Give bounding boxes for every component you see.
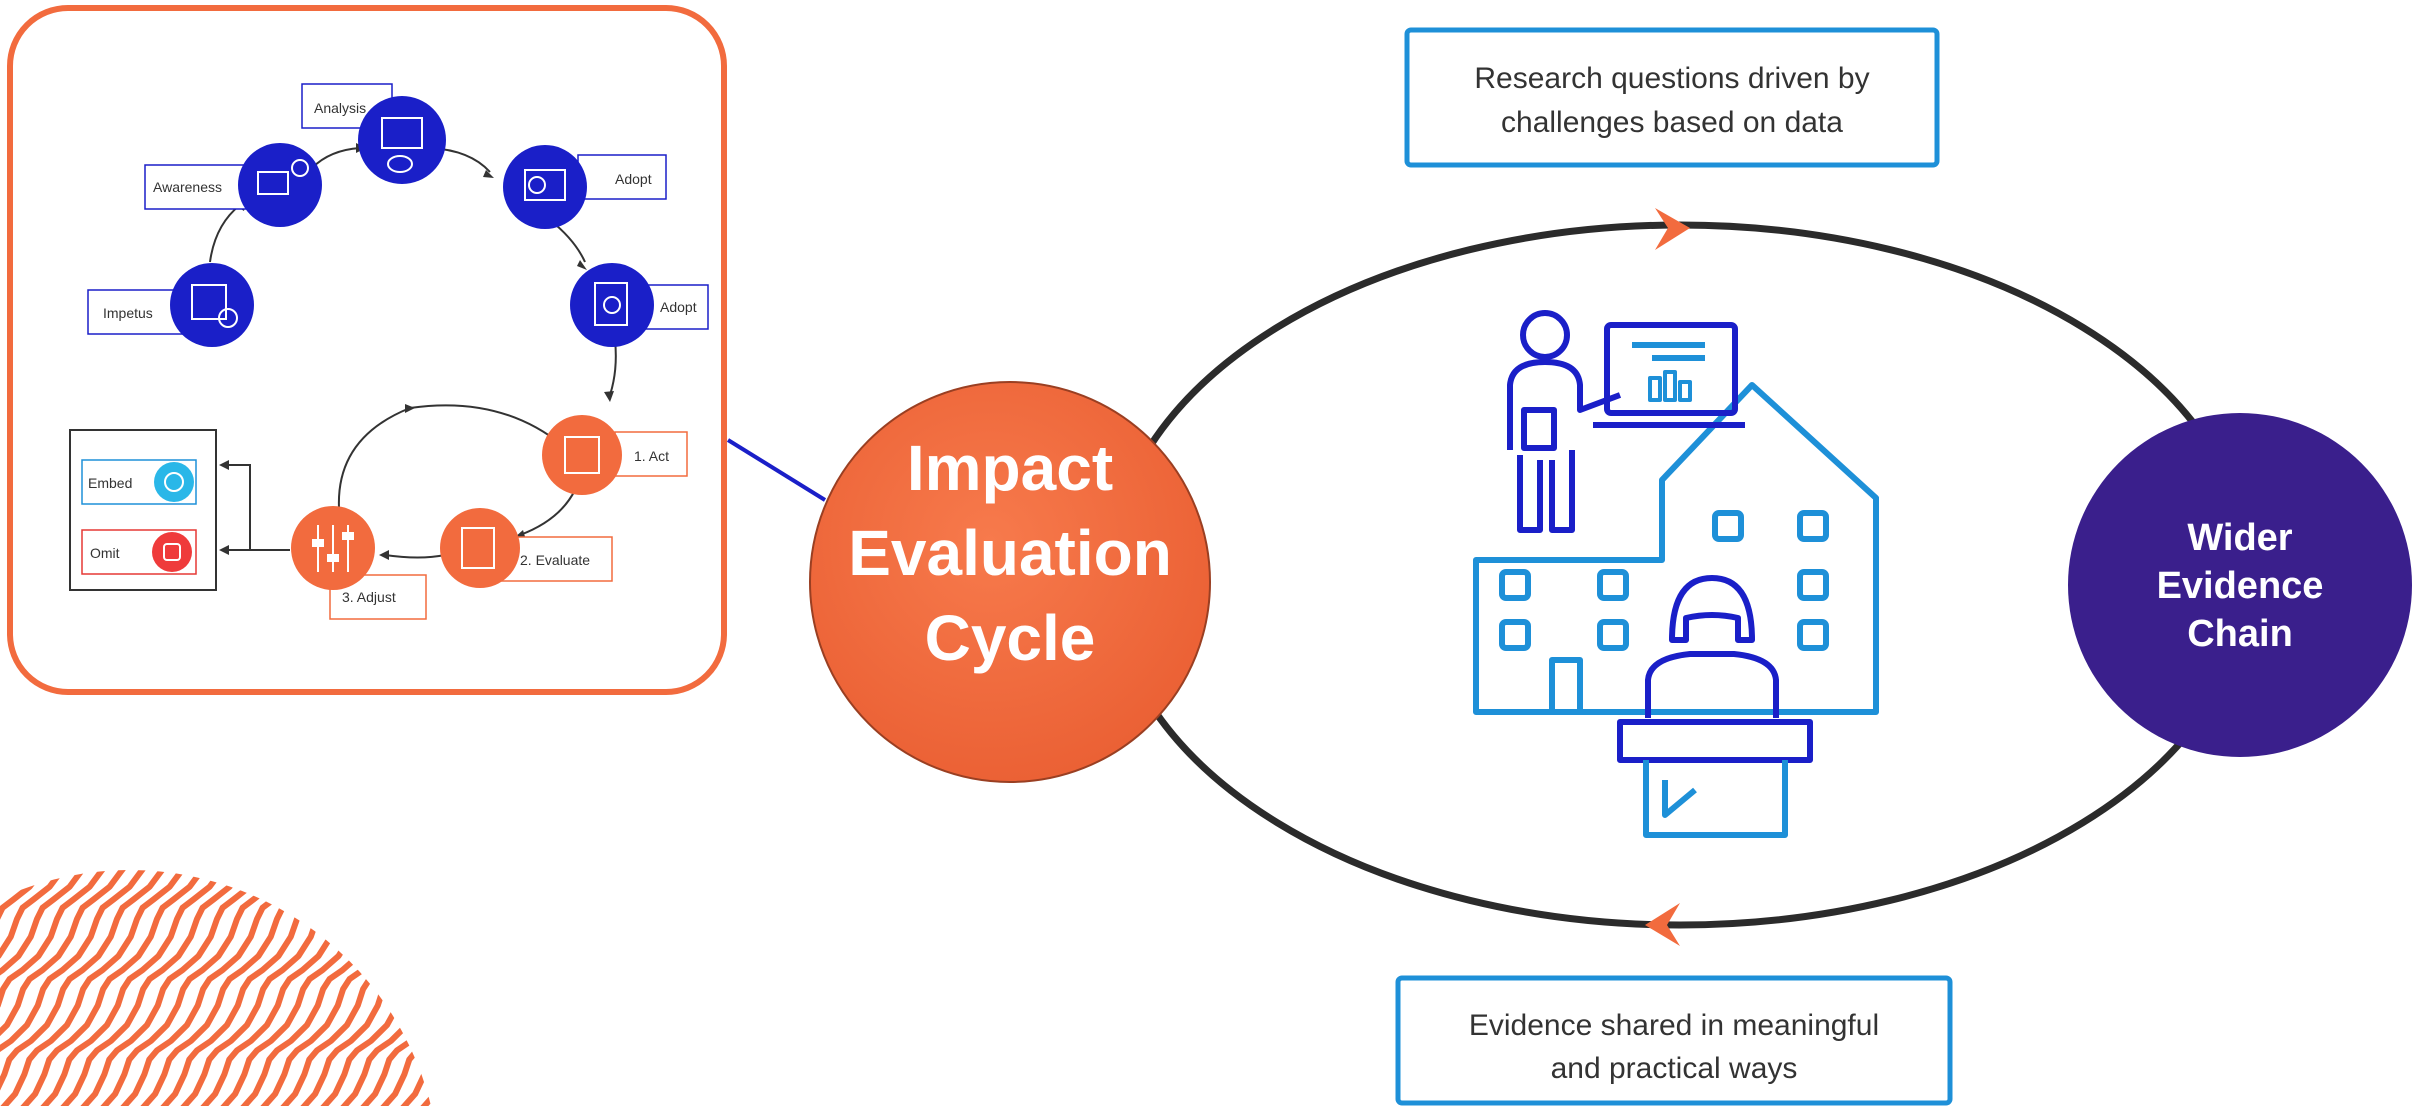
clipboard-pen-icon — [461, 527, 495, 569]
wave-line — [197, 870, 440, 1106]
wave-line — [57, 870, 440, 1106]
node-label-evaluate: 2. Evaluate — [520, 552, 590, 568]
wave-line — [137, 870, 440, 1106]
sliders-icon — [312, 525, 354, 572]
wave-line — [177, 870, 440, 1106]
node-label-adopt-2: Adopt — [660, 299, 697, 315]
mini-node-evaluate: 2. Evaluate — [440, 508, 613, 588]
node-label-adopt-1: Adopt — [615, 171, 652, 187]
wave-line — [77, 870, 440, 1106]
wave-line — [37, 870, 440, 1106]
decorative-wave-pattern — [0, 870, 440, 1106]
laptop-people-icon — [257, 171, 289, 195]
mini-node-impetus: Impetus — [87, 263, 254, 347]
bottom-box-line-2: and practical ways — [1551, 1052, 1798, 1085]
magnifier-chart-icon — [191, 284, 227, 320]
outcome-label-embed: Embed — [88, 475, 132, 491]
bottom-box-line-1: Evidence shared in meaningful — [1469, 1009, 1879, 1042]
top-box-line-1: Research questions driven by — [1474, 62, 1869, 95]
connector-line — [726, 438, 827, 502]
mini-node-adopt-1: Adopt — [503, 145, 667, 229]
top-box-line-2: challenges based on data — [1501, 106, 1843, 139]
mini-outcomes-box: Embed Omit — [69, 429, 217, 591]
wave-line — [157, 870, 440, 1106]
right-line-3: Chain — [2187, 613, 2293, 655]
wave-line — [17, 870, 439, 1106]
stop-icon — [163, 543, 181, 561]
wave-line — [0, 870, 399, 1106]
play-icon — [164, 472, 184, 492]
school-teacher-student-icon — [1473, 310, 1879, 838]
impact-evaluation-circle: Impact Evaluation Cycle — [809, 381, 1211, 783]
wave-line — [0, 870, 379, 1106]
mini-node-analysis: Analysis — [301, 83, 446, 184]
center-line-2: Evaluation — [848, 517, 1172, 589]
presentation-icon — [524, 169, 566, 201]
arrow-right-icon — [1655, 208, 1690, 250]
wave-line — [117, 870, 440, 1106]
arrow-left-icon — [1645, 903, 1680, 946]
mini-node-act: 1. Act — [542, 415, 688, 495]
wave-line — [297, 870, 440, 1106]
outcome-label-omit: Omit — [90, 545, 120, 561]
wave-line — [257, 870, 440, 1106]
mini-node-adjust: 3. Adjust — [291, 506, 427, 620]
clipboard-gear-icon — [594, 282, 628, 326]
wave-line — [0, 870, 419, 1106]
right-line-1: Wider — [2187, 517, 2292, 559]
center-line-3: Cycle — [925, 602, 1096, 674]
mini-node-adopt-2: Adopt — [570, 263, 709, 347]
grid-chat-icon — [381, 117, 423, 149]
node-label-awareness: Awareness — [153, 179, 222, 195]
node-label-adjust: 3. Adjust — [342, 589, 396, 605]
checklist-icon — [564, 436, 600, 474]
wave-line — [237, 870, 440, 1106]
bottom-callout-box: Evidence shared in meaningful and practi… — [1395, 975, 1953, 1106]
node-label-analysis: Analysis — [314, 100, 366, 116]
top-callout-box: Research questions driven by challenges … — [1404, 27, 1940, 168]
node-label-impetus: Impetus — [103, 305, 153, 321]
center-line-1: Impact — [907, 432, 1113, 504]
wave-line — [0, 870, 359, 1106]
mini-cycle-panel: Impetus Awareness Analysis Adopt — [7, 5, 727, 695]
wider-evidence-circle: Wider Evidence Chain — [2068, 413, 2412, 757]
node-label-act: 1. Act — [634, 448, 669, 464]
wave-line — [97, 870, 440, 1106]
mini-node-awareness: Awareness — [144, 143, 322, 227]
wave-line — [277, 870, 440, 1106]
right-line-2: Evidence — [2157, 565, 2324, 607]
wave-line — [217, 870, 440, 1106]
